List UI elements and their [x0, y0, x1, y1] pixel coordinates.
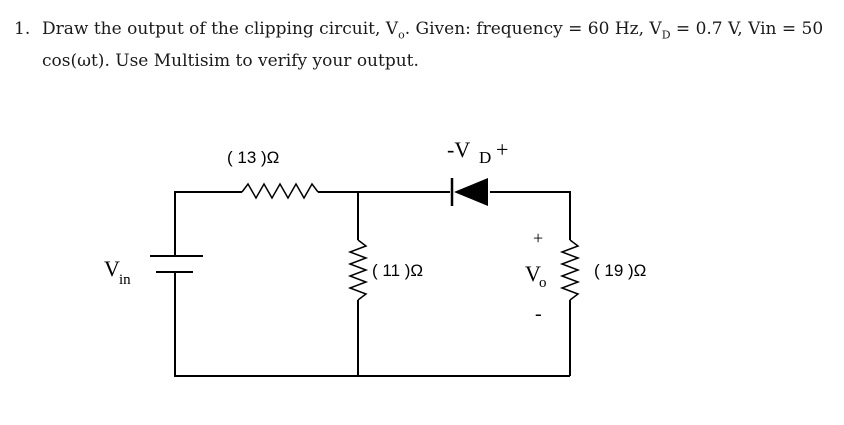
r1-label: ( 13 )Ω	[227, 148, 279, 167]
vo-label-v: V	[525, 261, 541, 286]
problem-line1b: . Given: frequency = 60 Hz, V	[404, 19, 662, 39]
vo-plus: +	[533, 228, 543, 248]
wire-diode-to-right	[490, 191, 571, 240]
diode	[445, 178, 488, 206]
vo-minus: -	[535, 303, 542, 325]
vo-label: + V o -	[525, 228, 547, 325]
vd-subscript: D	[661, 28, 671, 42]
diode-label: -V D +	[447, 137, 508, 167]
wire-left-bottom	[174, 272, 570, 377]
diode-label-minus: -V	[447, 137, 470, 162]
resistor-r3	[559, 239, 581, 301]
r2-label: ( 11 )Ω	[372, 261, 423, 280]
r3-label: ( 19 )Ω	[594, 261, 646, 280]
diode-label-plus: +	[496, 137, 508, 162]
resistor-r1	[241, 182, 319, 200]
resistor-r2	[347, 239, 369, 301]
vin-label-v: V	[104, 256, 120, 281]
vin-label: V in	[104, 256, 131, 288]
vin-label-sub: in	[119, 272, 131, 288]
problem-line1: Draw the output of the clipping circuit,…	[42, 19, 399, 39]
diode-label-sub: D	[479, 148, 491, 167]
problem-text: Draw the output of the clipping circuit,…	[42, 16, 834, 75]
wire-left-top	[174, 191, 242, 256]
problem-statement: 1. Draw the output of the clipping circu…	[14, 16, 834, 75]
problem-line2: cos(ωt). Use Multisim to verify your out…	[42, 51, 419, 72]
problem-number: 1.	[14, 19, 31, 39]
vo-subscript: o	[398, 28, 405, 42]
vo-label-sub: o	[539, 275, 547, 291]
problem-line1c: = 0.7 V, Vin = 50	[670, 19, 824, 39]
